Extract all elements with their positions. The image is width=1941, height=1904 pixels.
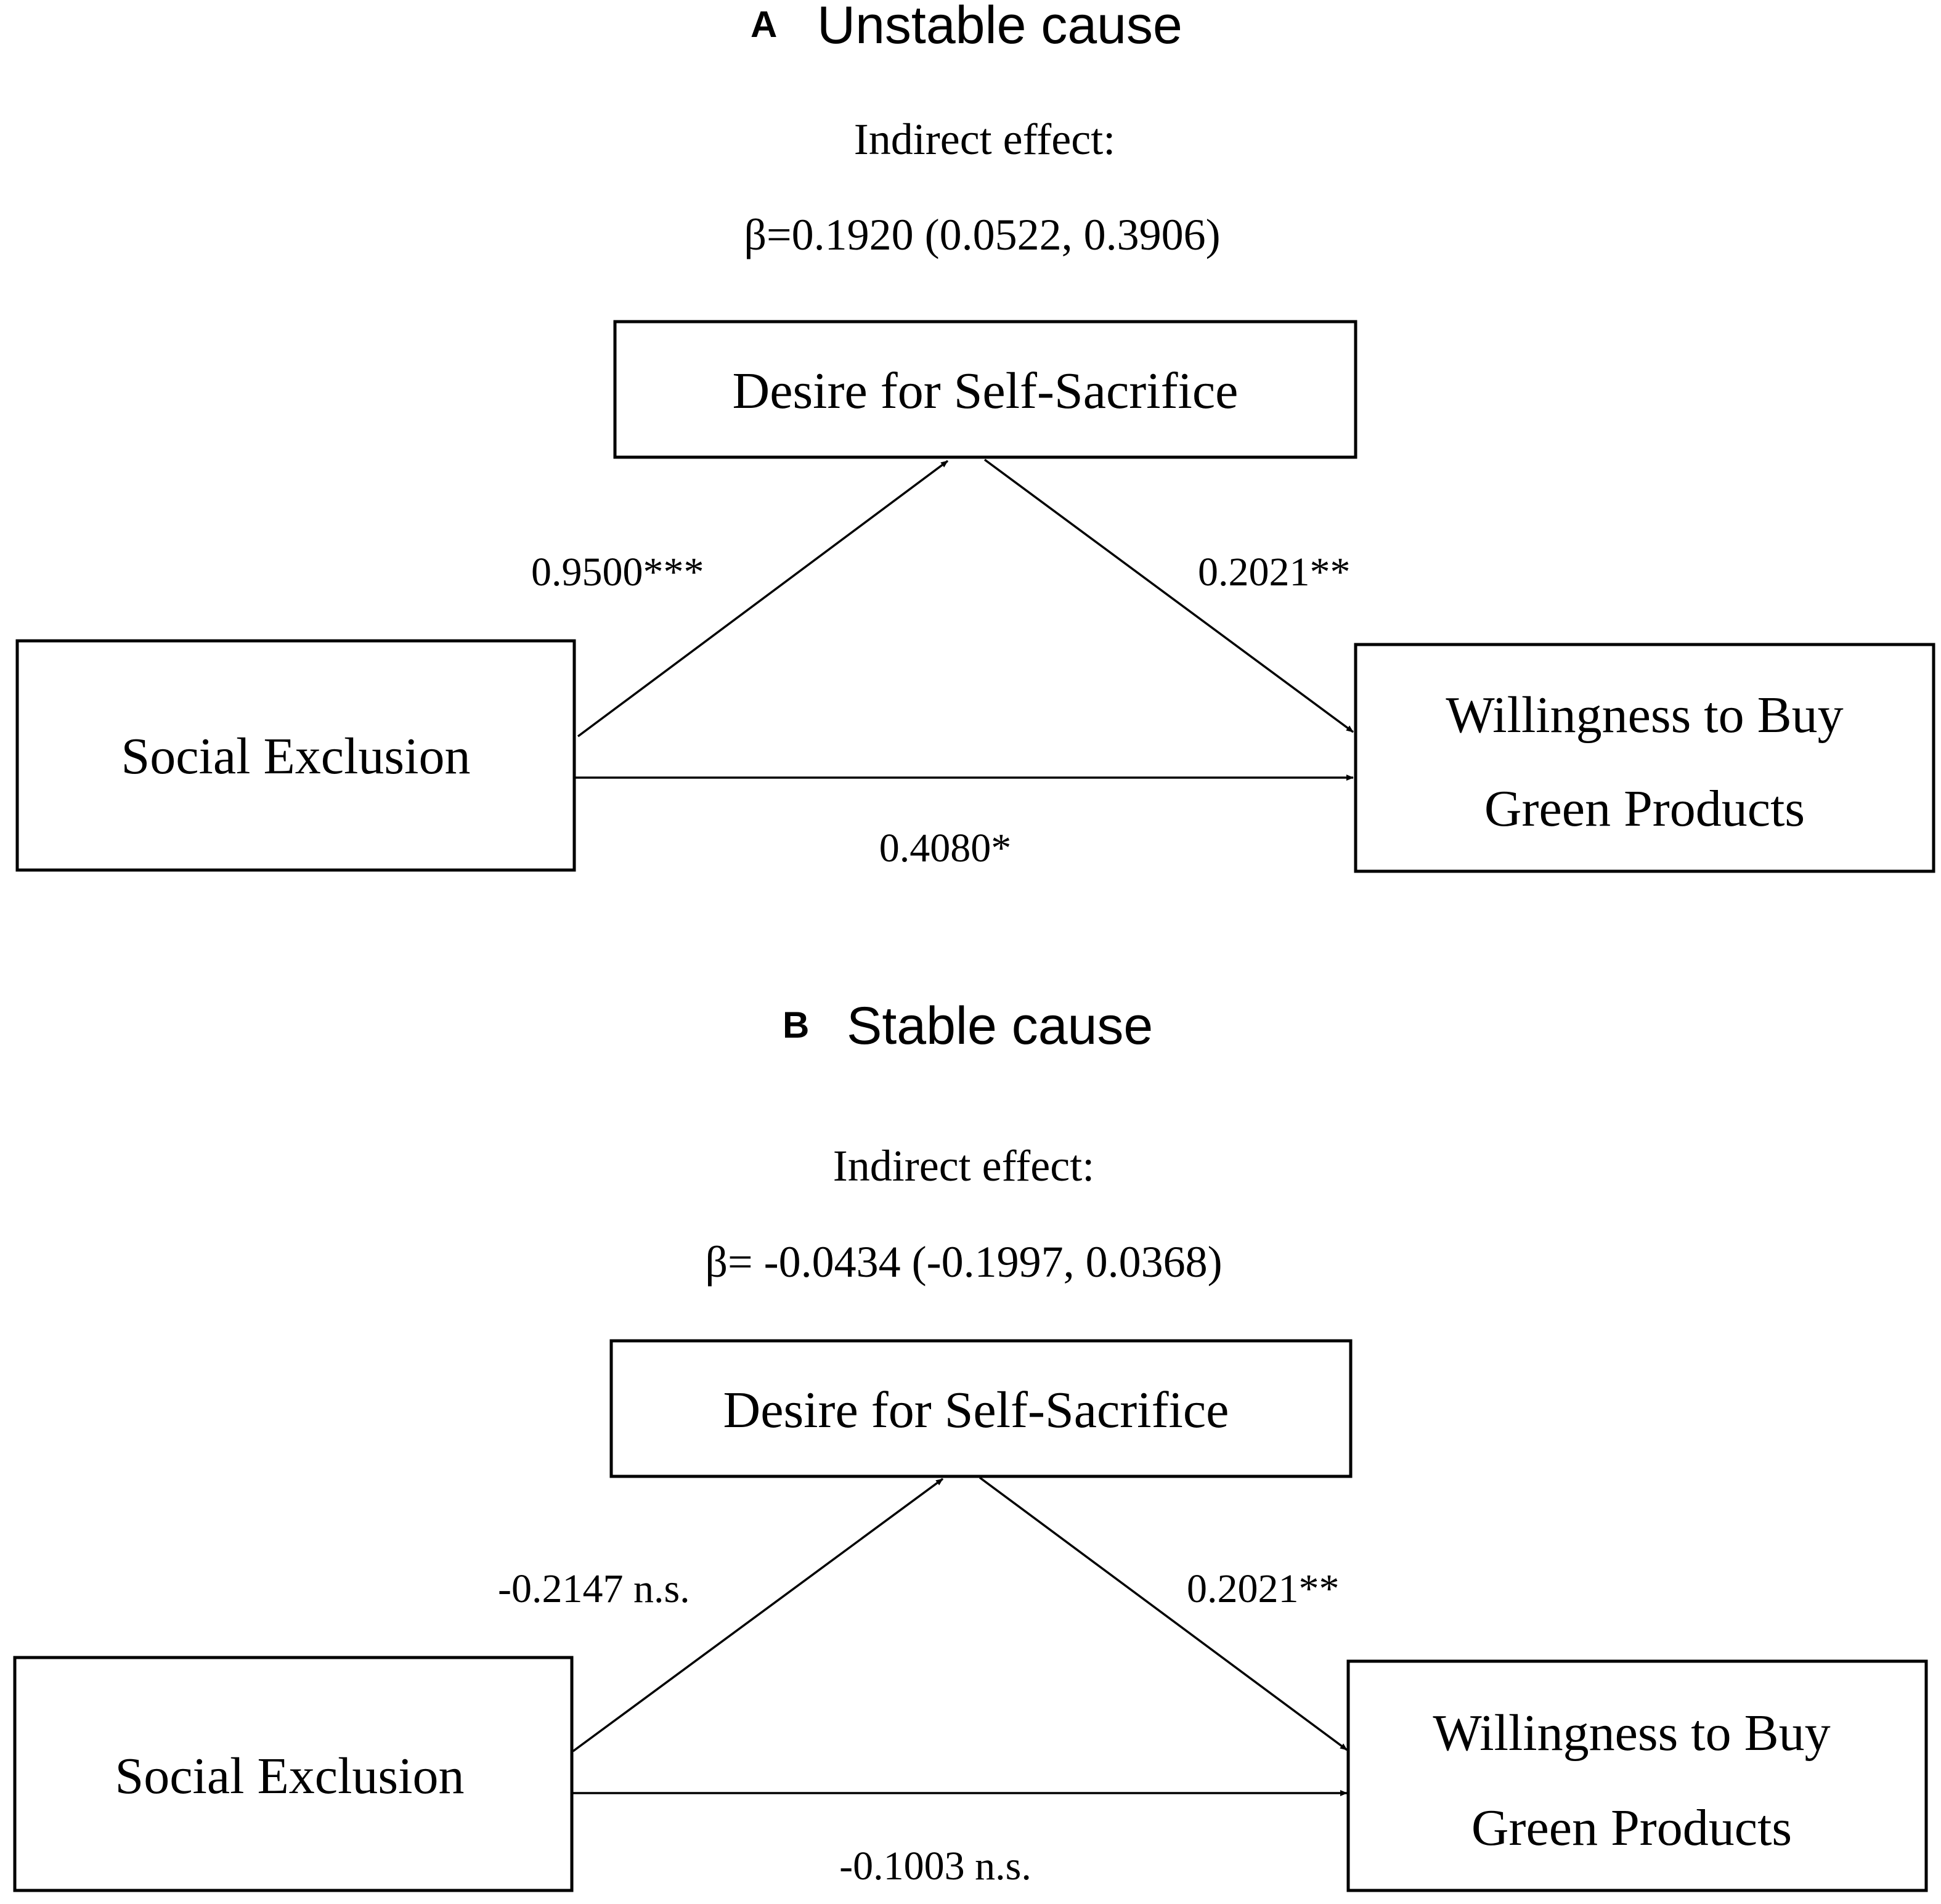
panel-b-path-b-arrow: [979, 1476, 1348, 1751]
panel-b-indirect-value: β= -0.0434 (-0.1997, 0.0368): [705, 1237, 1222, 1287]
panel-b-indirect-label: Indirect effect:: [833, 1141, 1094, 1190]
panel-b-path-a-coef: -0.2147 n.s.: [498, 1566, 690, 1611]
panel-a-outcome-label-line1: Willingness to Buy: [1446, 686, 1843, 744]
panel-a-predictor-label: Social Exclusion: [121, 728, 471, 785]
panel-a-path-a-arrow: [577, 460, 949, 738]
panel-a-outcome-box: [1354, 643, 1935, 873]
panel-b-letter: B: [783, 1004, 809, 1046]
panel-b-outcome-label-line1: Willingness to Buy: [1433, 1704, 1830, 1762]
panel-b-mediator-label: Desire for Self-Sacrifice: [723, 1381, 1229, 1439]
panel-a-title: Unstable cause: [817, 0, 1182, 55]
panel-a-outcome-label-line2: Green Products: [1484, 780, 1805, 837]
panel-a-mediator-label: Desire for Self-Sacrifice: [733, 362, 1239, 420]
panel-b-path-c-coef: -0.1003 n.s.: [839, 1844, 1032, 1889]
panel-b-outcome-label-line2: Green Products: [1471, 1799, 1792, 1857]
panel-b-outcome-box: [1346, 1659, 1928, 1892]
panel-b-path-b-coef: 0.2021**: [1187, 1566, 1340, 1611]
panel-b-predictor-label: Social Exclusion: [115, 1747, 465, 1805]
panel-b-predictor-box: [13, 1656, 574, 1892]
panel-a-letter: A: [751, 4, 777, 45]
panel-b-path-a-arrow: [572, 1478, 944, 1752]
panel-b: B Stable cause Indirect effect: β= -0.04…: [13, 996, 1928, 1892]
panel-a: A Unstable cause Indirect effect: β=0.19…: [15, 0, 1935, 873]
panel-a-predictor-box: [15, 639, 576, 872]
panel-b-mediator-box: [609, 1339, 1353, 1478]
panel-a-path-a-coef: 0.9500***: [531, 550, 704, 595]
panel-a-path-b-coef: 0.2021**: [1198, 550, 1351, 595]
panel-a-path-c-coef: 0.4080*: [879, 826, 1012, 871]
panel-a-path-b-arrow: [983, 458, 1354, 733]
panel-a-indirect-value: β=0.1920 (0.0522, 0.3906): [744, 210, 1220, 259]
panel-b-title: Stable cause: [847, 996, 1153, 1056]
panel-a-mediator-box: [613, 320, 1357, 459]
panel-a-indirect-label: Indirect effect:: [854, 115, 1115, 164]
